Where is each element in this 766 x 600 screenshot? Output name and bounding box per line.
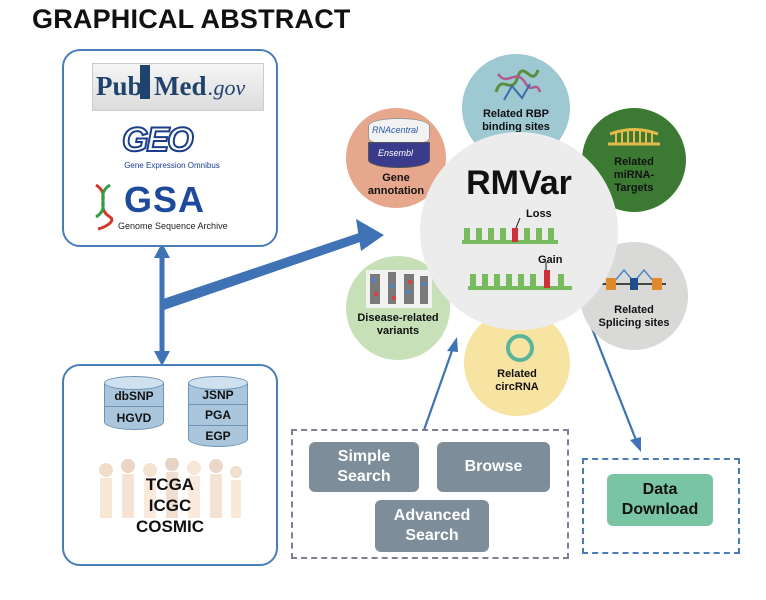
advanced-search-button[interactable]: Advanced Search xyxy=(375,500,489,552)
geo-logo: GEO Gene Expression Omnibus xyxy=(121,120,220,170)
circrna-label: Related circRNA xyxy=(495,368,539,393)
gsa-logo: GSA Genome Sequence Archive xyxy=(90,179,260,235)
page-title: GRAPHICAL ABSTRACT xyxy=(32,4,351,34)
splicing-label: Related Splicing sites xyxy=(598,304,670,329)
database-stack-icon: RNAcentral Ensembl xyxy=(368,118,430,168)
splicing-icon xyxy=(602,268,666,290)
loss-gain-diagram xyxy=(462,217,572,290)
db-item-jsnp: JSNP xyxy=(202,388,234,402)
pubmed-bookmark-icon xyxy=(140,65,150,99)
circrna-ring-icon xyxy=(506,334,534,362)
pubmed-logo: Pub Med .gov xyxy=(92,63,264,111)
search-options-box xyxy=(291,429,569,559)
loss-label: Loss xyxy=(526,208,552,220)
databases-panel: dbSNP HGVD JSNP PGA EGP TCGA ICGC COSMIC xyxy=(62,364,278,566)
db-item-hgvd: HGVD xyxy=(116,411,152,425)
dna-helix-icon xyxy=(95,183,114,231)
up-arrowhead xyxy=(154,243,170,258)
variants-table-icon xyxy=(366,270,432,308)
down-arrowhead xyxy=(154,351,170,366)
browse-button[interactable]: Browse xyxy=(437,442,550,492)
rmvar-center-circle: RMVar Loss Gain xyxy=(420,132,618,330)
sources-panel: Pub Med .gov GEO Gene Expression Omnibus… xyxy=(62,49,278,247)
main-diagonal-arrow xyxy=(160,232,366,310)
download-box xyxy=(582,458,740,554)
cancer-databases: TCGA ICGC COSMIC xyxy=(64,474,276,537)
mirna-binding-icon xyxy=(608,128,660,146)
disease-variants-label: Disease-related variants xyxy=(357,312,439,337)
database-cylinder-right: JSNP PGA EGP xyxy=(188,376,248,447)
gain-label: Gain xyxy=(538,254,563,266)
db-item-icgc: ICGC xyxy=(148,496,192,515)
main-arrowhead xyxy=(356,219,384,251)
disease-variants-circle: Disease-related variants xyxy=(346,256,450,360)
mirna-label: Related miRNA-Targets xyxy=(613,156,655,194)
data-download-button[interactable]: Data Download xyxy=(607,474,713,526)
rmvar-title: RMVar xyxy=(466,164,572,202)
db-item-pga: PGA xyxy=(204,408,231,422)
population-figures-image xyxy=(99,458,242,518)
db-item-tcga: TCGA xyxy=(145,475,195,494)
db-item-cosmic: COSMIC xyxy=(136,517,204,536)
simple-search-button[interactable]: Simple Search xyxy=(309,442,419,492)
gene-annotation-label: Gene annotation xyxy=(367,172,425,197)
protein-structure-icon xyxy=(494,69,542,101)
search-to-rmvar-arrow xyxy=(422,347,455,431)
db-item-dbsnp: dbSNP xyxy=(114,389,154,403)
rbp-label: Related RBP binding sites xyxy=(482,108,550,133)
database-cylinder-left: dbSNP HGVD xyxy=(104,376,164,430)
db-item-egp: EGP xyxy=(205,429,231,443)
